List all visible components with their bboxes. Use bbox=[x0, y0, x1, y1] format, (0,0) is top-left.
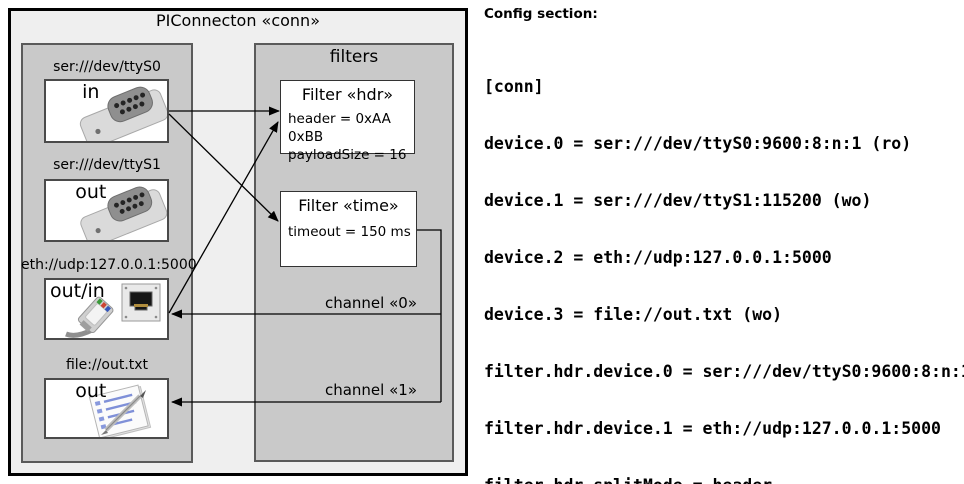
diagram-title: PIConnecton «conn» bbox=[156, 11, 320, 30]
channel-1-label: channel «1» bbox=[324, 381, 417, 399]
device-direction: in bbox=[82, 81, 100, 103]
serial-connector-icon bbox=[79, 86, 167, 141]
device-direction: out/in bbox=[50, 280, 105, 302]
filter-time-attr-timeout: timeout = 150 ms bbox=[288, 224, 411, 240]
config-body: [conn] device.0 = ser:///dev/ttyS0:9600:… bbox=[484, 39, 964, 484]
filter-box-hdr: Filter «hdr» header = 0xAA 0xBB payloadS… bbox=[280, 80, 415, 163]
filter-box-time: Filter «time» timeout = 150 ms bbox=[280, 191, 417, 267]
serial-connector-icon bbox=[80, 186, 167, 240]
device-direction: out bbox=[75, 181, 107, 203]
config-line: device.2 = eth://udp:127.0.0.1:5000 bbox=[484, 248, 832, 267]
device-box-ttys1: out bbox=[44, 179, 169, 242]
filters-panel-title: filters bbox=[329, 47, 379, 67]
config-section: Config section: [conn] device.0 = ser://… bbox=[484, 6, 964, 484]
config-line: device.0 = ser:///dev/ttyS0:9600:8:n:1 (… bbox=[484, 134, 912, 153]
device-label-ttys0: ser:///dev/ttyS0 bbox=[53, 59, 161, 75]
filter-hdr-attr-payloadsize: payloadSize = 16 bbox=[288, 147, 407, 163]
filter-hdr-attr-header: header = 0xAA 0xBB bbox=[288, 111, 391, 145]
config-line: filter.hdr.device.1 = eth://udp:127.0.0.… bbox=[484, 419, 941, 438]
device-direction: out bbox=[75, 380, 107, 402]
filter-hdr-title: Filter «hdr» bbox=[301, 85, 394, 104]
device-label-file: file://out.txt bbox=[65, 357, 149, 373]
config-line: device.3 = file://out.txt (wo) bbox=[484, 305, 783, 324]
device-box-file: out bbox=[44, 378, 169, 439]
device-label-ttys1: ser:///dev/ttyS1 bbox=[53, 157, 161, 173]
channel-0-label: channel «0» bbox=[324, 294, 417, 312]
device-label-eth: eth://udp:127.0.0.1:5000 bbox=[21, 257, 197, 273]
config-line: device.1 = ser:///dev/ttyS1:115200 (wo) bbox=[484, 191, 872, 210]
filter-time-title: Filter «time» bbox=[298, 196, 399, 215]
file-notepad-icon bbox=[88, 384, 152, 437]
config-line: [conn] bbox=[484, 77, 544, 96]
config-line: filter.hdr.device.0 = ser:///dev/ttyS0:9… bbox=[484, 362, 964, 381]
config-line: filter.hdr.splitMode = header bbox=[484, 476, 964, 484]
device-box-ttys0: in bbox=[44, 79, 169, 143]
device-box-eth: out/in bbox=[44, 278, 169, 340]
config-heading: Config section: bbox=[484, 6, 598, 22]
ethernet-connector-icon bbox=[65, 283, 161, 338]
